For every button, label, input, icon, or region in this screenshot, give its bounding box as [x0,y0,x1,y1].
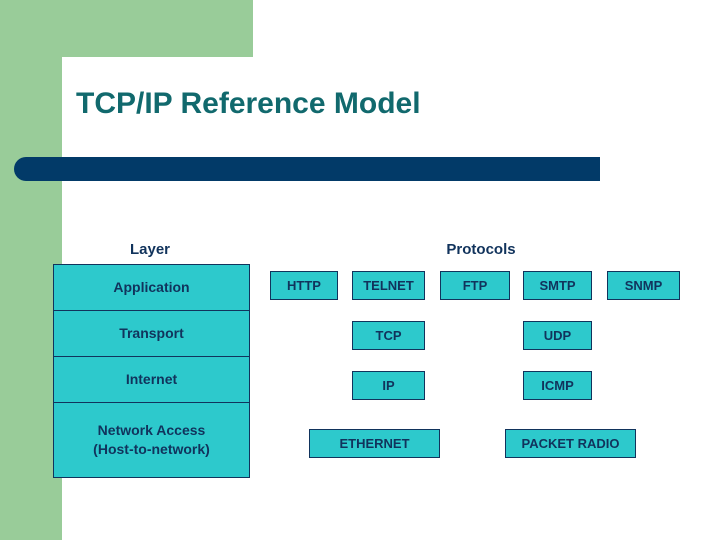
protocol-label: SNMP [624,278,663,293]
layer-label-line1: Network Access [97,422,206,439]
protocol-box-http: HTTP [270,271,338,300]
protocol-label: TCP [375,328,402,343]
navy-divider-bar [14,157,600,181]
protocol-label: SMTP [539,278,576,293]
protocol-box-udp: UDP [523,321,592,350]
layer-row-transport: Transport [54,311,249,357]
layer-row-network-access: Network Access (Host-to-network) [54,403,249,477]
protocol-label: UDP [543,328,572,343]
protocol-box-smtp: SMTP [523,271,592,300]
protocol-box-telnet: TELNET [352,271,425,300]
green-top-band-decoration [0,0,253,57]
protocol-label: PACKET RADIO [521,436,620,451]
protocol-label: HTTP [287,278,321,293]
protocol-box-ip: IP [352,371,425,400]
protocol-box-ethernet: ETHERNET [309,429,440,458]
layer-row-application: Application [54,265,249,311]
protocol-label: IP [382,378,395,393]
green-sidebar-decoration [0,0,62,540]
layer-label: Transport [119,325,184,342]
layer-label: Internet [125,371,178,388]
page-title: TCP/IP Reference Model [76,87,421,120]
layer-label-line2: (Host-to-network) [93,441,210,457]
column-heading-layer: Layer [129,241,171,258]
protocol-box-tcp: TCP [352,321,425,350]
protocol-box-icmp: ICMP [523,371,592,400]
protocol-box-ftp: FTP [440,271,510,300]
layer-stack-table: Application Transport Internet Network A… [53,264,250,478]
layer-label: Network Access (Host-to-network) [93,421,210,459]
protocol-label: FTP [462,278,488,293]
layer-row-internet: Internet [54,357,249,403]
layer-label: Application [113,279,190,296]
protocol-box-snmp: SNMP [607,271,680,300]
column-heading-protocols: Protocols [446,241,516,258]
protocol-label: ICMP [541,378,574,393]
protocol-label: ETHERNET [339,436,410,451]
protocol-box-packet-radio: PACKET RADIO [505,429,636,458]
protocol-label: TELNET [363,278,414,293]
